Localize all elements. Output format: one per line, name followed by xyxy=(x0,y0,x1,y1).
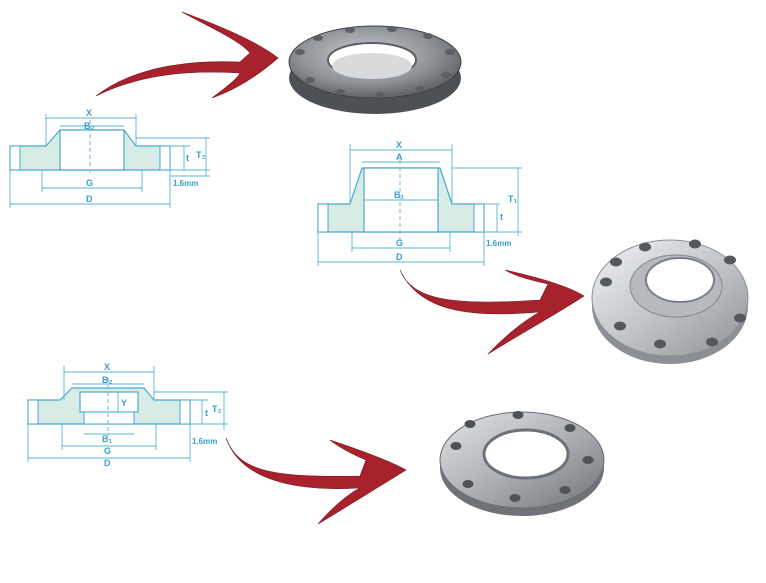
flange-section-drawing-2: X A B₁ G D t T₁ 1.6mm xyxy=(317,140,522,266)
dim-label-d: D xyxy=(104,458,111,468)
dim-label-b2: B₂ xyxy=(102,375,113,385)
red-arrow-icon xyxy=(399,269,585,355)
dim-label-gap: 1.6mm xyxy=(192,437,217,446)
dim-label-t1: T₁ xyxy=(508,194,517,204)
dim-label-b2: B₂ xyxy=(84,121,95,131)
lap-joint-flange-photo xyxy=(288,25,462,114)
flange-section-drawing-3: X B₂ Y B₁ G D t T₂ 1.6mm xyxy=(27,362,228,468)
dim-label-b1: B₁ xyxy=(394,190,404,200)
dim-label-gap: 1.6mm xyxy=(173,179,198,188)
red-arrow-icon xyxy=(95,11,279,99)
dim-label-gap: 1.6mm xyxy=(486,239,511,248)
dim-label-a: A xyxy=(396,152,403,162)
dim-label-g: G xyxy=(396,238,403,248)
dim-label-d: D xyxy=(86,194,93,204)
red-arrow-icon xyxy=(225,437,407,525)
dim-label-t: t xyxy=(500,212,503,222)
dim-label-t: t xyxy=(205,408,208,418)
dim-label-b1: B₁ xyxy=(102,434,112,444)
dim-label-t2: T₂ xyxy=(196,150,206,160)
dim-label-x: X xyxy=(396,140,402,150)
dim-label-y: Y xyxy=(121,398,127,408)
dim-label-t: t xyxy=(186,153,189,163)
dim-label-t2: T₂ xyxy=(212,404,222,414)
dim-label-x: X xyxy=(86,108,92,118)
dim-label-d: D xyxy=(396,252,403,262)
dim-label-g: G xyxy=(104,446,111,456)
dim-label-x: X xyxy=(104,362,110,372)
flange-section-drawing-1: X B₂ G D t T₂ 1.6mm xyxy=(9,108,210,208)
dim-label-g: G xyxy=(86,178,93,188)
slip-on-flange-photo xyxy=(439,411,605,516)
weld-neck-flange-photo xyxy=(591,239,749,364)
